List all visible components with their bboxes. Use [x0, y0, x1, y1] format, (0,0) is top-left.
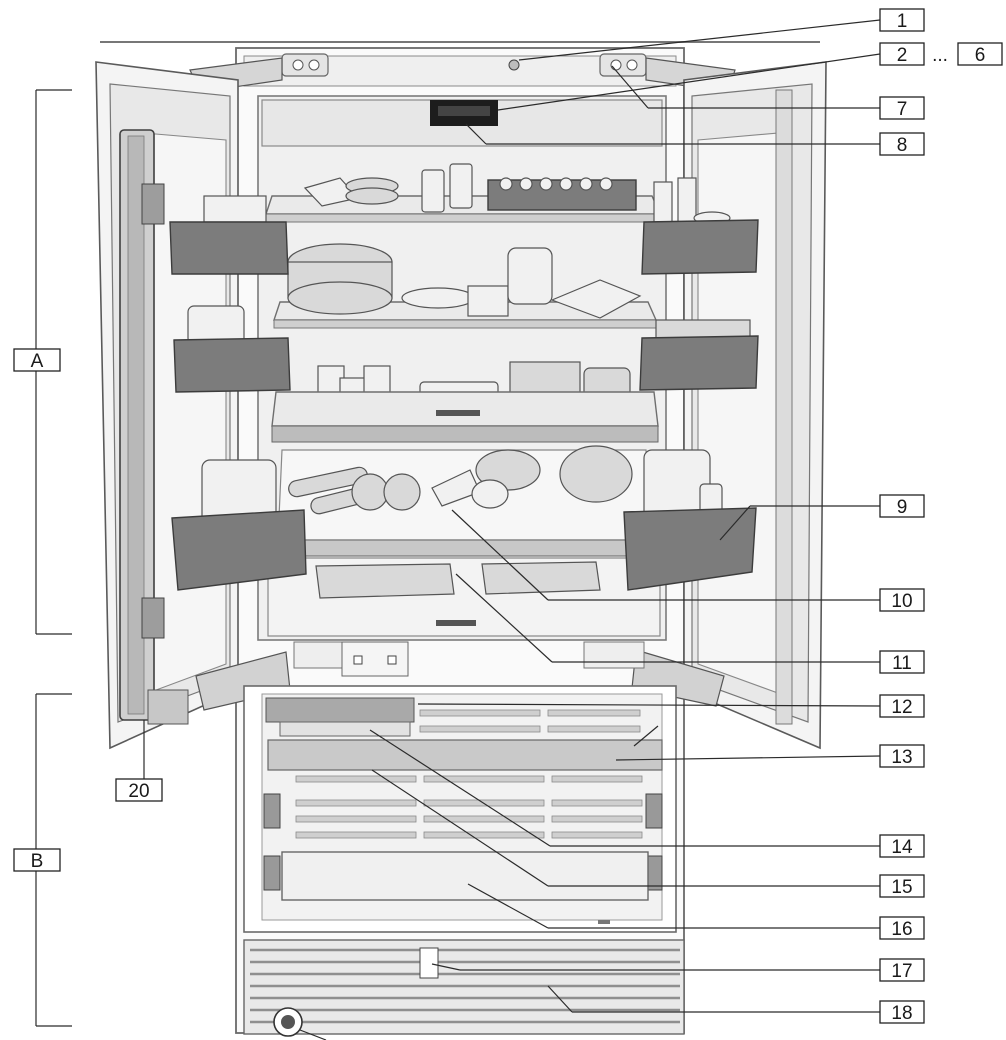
callout-11: 11	[879, 650, 925, 674]
svg-text:7: 7	[897, 99, 908, 120]
svg-text:12: 12	[891, 697, 912, 718]
svg-text:17: 17	[891, 961, 912, 982]
base-grille	[243, 939, 685, 1037]
right-door-bin-1	[641, 219, 759, 275]
ice-tray	[265, 697, 415, 723]
svg-text:A: A	[31, 351, 44, 372]
callout-13: 13	[879, 744, 925, 768]
freezer-compartment	[243, 685, 677, 933]
compartment-divider	[293, 641, 409, 677]
callout-15: 15	[879, 874, 925, 898]
zone-label-a: A	[13, 348, 61, 372]
door-shelf-9	[623, 507, 757, 591]
callout-1: 1	[879, 8, 925, 32]
callout-20: 20	[115, 778, 163, 802]
callout-8: 8	[879, 132, 925, 156]
chiller-drawer	[271, 391, 659, 427]
hinge-clip	[419, 947, 439, 979]
leader-lines	[143, 19, 881, 1040]
callout-6: 6	[957, 42, 1003, 66]
svg-text:9: 9	[897, 497, 908, 518]
freezer-drawer	[281, 851, 649, 901]
callout-10: 10	[879, 588, 925, 612]
svg-text:20: 20	[128, 781, 149, 802]
left-door-bin-1	[169, 221, 289, 275]
callout-9: 9	[879, 494, 925, 518]
callout-18: 18	[879, 1000, 925, 1024]
callout-17: 17	[879, 958, 925, 982]
freezer-shelf	[267, 739, 663, 771]
svg-text:16: 16	[891, 919, 912, 940]
svg-text:15: 15	[891, 877, 912, 898]
svg-text:14: 14	[891, 837, 913, 858]
svg-text:B: B	[31, 851, 44, 872]
zone-brackets	[35, 89, 72, 1027]
left-door-bin-3	[171, 509, 307, 591]
right-door-bin-2	[639, 335, 759, 391]
zone-label-b: B	[13, 848, 61, 872]
left-door	[95, 61, 307, 750]
svg-text:1: 1	[897, 11, 908, 32]
svg-text:2: 2	[897, 45, 908, 66]
callout-16: 16	[879, 916, 925, 940]
callout-7: 7	[879, 96, 925, 120]
svg-text:13: 13	[891, 747, 912, 768]
callout-14: 14	[879, 834, 925, 858]
svg-text:10: 10	[891, 591, 912, 612]
svg-text:11: 11	[892, 653, 912, 674]
svg-text:8: 8	[897, 135, 908, 156]
svg-text:6: 6	[975, 45, 986, 66]
fridge-compartment	[257, 95, 667, 641]
callout-ellipsis: ...	[932, 45, 948, 66]
callout-2: 2	[879, 42, 925, 66]
right-door	[583, 61, 827, 750]
temperature-sensor-icon	[508, 59, 520, 71]
svg-text:18: 18	[891, 1003, 912, 1024]
callout-12: 12	[879, 694, 925, 718]
left-door-bin-2	[173, 337, 291, 393]
